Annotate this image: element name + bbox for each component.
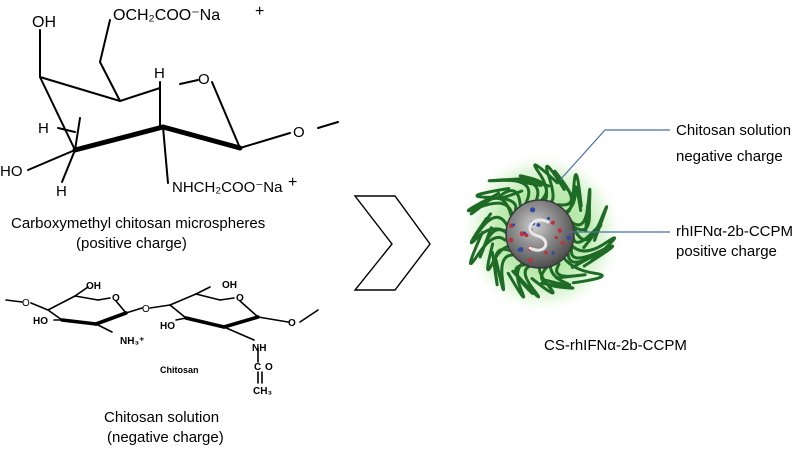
label-ho-2: HO bbox=[160, 321, 175, 332]
label-carboxymethyl-ether: OCH₂COO⁻Na bbox=[113, 7, 220, 24]
label-h-bottom: H bbox=[56, 183, 67, 200]
shell-pointer-line bbox=[559, 129, 670, 181]
label-carboxymethyl-amine: NHCH₂COO⁻Na bbox=[172, 179, 283, 196]
shell-coil bbox=[566, 251, 598, 269]
shell-coil bbox=[569, 201, 591, 233]
core-dot bbox=[560, 241, 565, 245]
caption-chitosan-line1: Chitosan solution bbox=[104, 409, 219, 426]
core-dot bbox=[528, 258, 533, 263]
particle-core bbox=[505, 199, 575, 269]
label-ch3: CH₃ bbox=[253, 386, 272, 397]
process-arrow-chevron bbox=[353, 195, 431, 291]
chitosan-structure: O O OH OH O O bbox=[5, 280, 319, 397]
core-dot bbox=[536, 223, 541, 227]
shell-coil bbox=[512, 178, 543, 206]
shell-coil bbox=[475, 187, 518, 212]
shell-coil bbox=[545, 164, 566, 205]
core-dot bbox=[524, 233, 529, 238]
label-h-top: H bbox=[154, 65, 165, 82]
shell-coil bbox=[561, 185, 583, 216]
core-dot bbox=[566, 235, 571, 240]
core-dot bbox=[517, 248, 521, 252]
label-carbonyl-o: O bbox=[265, 362, 273, 373]
core-dot bbox=[530, 207, 536, 213]
label-nh3-plus: NH₃⁺ bbox=[120, 336, 144, 347]
shell-coil bbox=[470, 212, 510, 244]
label-o-end-left: O bbox=[22, 298, 30, 309]
core-dot bbox=[508, 237, 514, 243]
shell-coil bbox=[569, 244, 614, 268]
core-dot bbox=[544, 250, 548, 255]
shell-coil bbox=[567, 236, 617, 263]
label-oh-2: OH bbox=[222, 280, 237, 291]
core-label-line1: rhIFNα-2b-CCPM bbox=[676, 223, 793, 240]
carboxymethyl-chitosan-structure: OH OCH₂COO⁻Na + H O H HO H O NHCH₂COO⁻Na… bbox=[0, 3, 339, 200]
shell-coil bbox=[560, 253, 604, 285]
label-chitosan-name: Chitosan bbox=[160, 365, 199, 375]
label-nh: NH bbox=[252, 343, 266, 354]
caption-cmc-line2: (positive charge) bbox=[76, 235, 187, 252]
shell-coil bbox=[555, 262, 587, 280]
nanoparticle-illustration bbox=[460, 151, 624, 315]
label-ring-oxygen: O bbox=[198, 71, 210, 88]
shell-coil bbox=[573, 205, 609, 242]
shell-coil bbox=[486, 242, 514, 272]
shell-coil bbox=[533, 163, 559, 206]
shell-label-line2: negative charge bbox=[676, 148, 783, 165]
core-dot bbox=[557, 228, 563, 233]
core-label-line2: positive charge bbox=[676, 243, 777, 260]
core-dot bbox=[523, 231, 527, 235]
core-dot bbox=[519, 231, 525, 237]
label-ring-o-2: O bbox=[236, 293, 244, 304]
shell-coil bbox=[496, 189, 524, 207]
caption-cmc-line1: Carboxymethyl chitosan microspheres bbox=[11, 215, 265, 232]
label-o-end-right: O bbox=[288, 318, 296, 329]
shell-coil bbox=[494, 253, 518, 292]
label-ho-1: HO bbox=[33, 316, 48, 327]
label-plus-top: + bbox=[255, 3, 264, 20]
shell-coil bbox=[544, 262, 572, 287]
shell-coil bbox=[487, 177, 531, 206]
shell-coil bbox=[469, 231, 507, 266]
core-dot bbox=[512, 223, 516, 227]
label-oh: OH bbox=[32, 14, 56, 31]
chitosan-shell-coils bbox=[466, 163, 617, 299]
caption-chitosan-line2: (negative charge) bbox=[107, 429, 224, 446]
core-swirl bbox=[528, 218, 550, 252]
label-glycosidic-o: O bbox=[293, 124, 305, 141]
shell-coil bbox=[506, 259, 528, 299]
product-label: CS-rhIFNα-2b-CCPM bbox=[544, 337, 687, 354]
label-h-left: H bbox=[38, 120, 49, 137]
core-dot bbox=[551, 251, 555, 255]
label-o-link: O bbox=[142, 304, 150, 315]
label-carbonyl-c: C bbox=[254, 362, 261, 373]
shell-coil bbox=[530, 264, 555, 295]
core-dot bbox=[554, 236, 558, 240]
shell-label-line1: Chitosan solution bbox=[676, 122, 791, 139]
label-plus-bottom: + bbox=[288, 174, 297, 191]
label-oh-1: OH bbox=[86, 281, 101, 292]
label-ho: HO bbox=[0, 163, 23, 180]
core-dot bbox=[550, 220, 555, 225]
label-ring-o-1: O bbox=[112, 293, 120, 304]
shell-coil bbox=[469, 191, 513, 217]
core-dot bbox=[547, 217, 550, 220]
